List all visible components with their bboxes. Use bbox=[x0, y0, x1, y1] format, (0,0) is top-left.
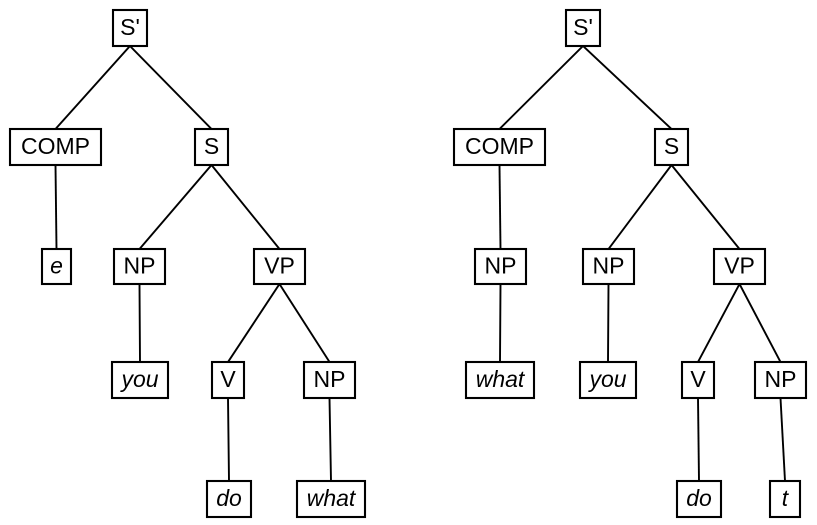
node-box bbox=[111, 8, 149, 48]
branch-line bbox=[779, 396, 787, 483]
node-box bbox=[302, 360, 357, 400]
tree-branches-surface-structure-tree bbox=[498, 44, 787, 483]
tree-branches-deep-structure-tree bbox=[54, 44, 332, 482]
node-box bbox=[193, 127, 230, 167]
tree-node-t[interactable]: t bbox=[768, 479, 802, 519]
node-label: NP bbox=[765, 366, 797, 392]
node-label: you bbox=[119, 366, 158, 392]
tree-node-np[interactable]: NP bbox=[302, 360, 357, 400]
node-box bbox=[252, 247, 307, 286]
branch-line bbox=[607, 163, 673, 251]
node-label: t bbox=[782, 485, 790, 511]
node-label: COMP bbox=[465, 133, 534, 159]
node-label: what bbox=[307, 485, 357, 511]
branch-line bbox=[581, 44, 673, 131]
branch-line bbox=[697, 397, 700, 482]
node-box bbox=[40, 247, 73, 286]
tree-node-s[interactable]: S bbox=[193, 127, 230, 167]
node-label: do bbox=[686, 485, 712, 511]
tree-node-what[interactable]: what bbox=[464, 360, 536, 400]
node-box bbox=[675, 479, 723, 519]
branch-line bbox=[278, 282, 331, 364]
tree-node-sbar[interactable]: S' bbox=[111, 8, 149, 48]
tree-node-sbar[interactable]: S' bbox=[564, 8, 602, 48]
tree-node-do[interactable]: do bbox=[205, 479, 253, 519]
tree-nodes-surface-structure-tree: S' COMP S NP NP VP what you V NP do t bbox=[452, 8, 808, 519]
node-label: do bbox=[216, 485, 242, 511]
branch-line bbox=[210, 163, 281, 251]
branch-line bbox=[138, 163, 213, 251]
branch-line bbox=[607, 283, 610, 363]
node-box bbox=[578, 360, 638, 400]
branch-line bbox=[670, 163, 741, 251]
node-box bbox=[753, 360, 808, 400]
node-box bbox=[653, 127, 690, 167]
tree-node-v[interactable]: V bbox=[680, 360, 716, 400]
tree-node-v[interactable]: V bbox=[210, 360, 246, 400]
node-box bbox=[210, 360, 246, 400]
tree-node-np[interactable]: NP bbox=[112, 247, 167, 286]
node-label: NP bbox=[485, 253, 517, 279]
node-box bbox=[473, 247, 528, 286]
node-box bbox=[564, 8, 602, 48]
branch-line bbox=[227, 397, 230, 482]
node-label: S bbox=[204, 133, 219, 159]
tree-node-you[interactable]: you bbox=[110, 360, 170, 400]
node-label: e bbox=[50, 253, 63, 279]
branch-line bbox=[54, 164, 58, 250]
node-label: what bbox=[476, 366, 526, 392]
branch-line bbox=[328, 397, 332, 482]
node-label: NP bbox=[593, 253, 625, 279]
node-label: you bbox=[587, 366, 626, 392]
node-label: VP bbox=[724, 253, 755, 279]
branch-lines-layer bbox=[54, 44, 787, 483]
node-label: S' bbox=[573, 14, 593, 40]
branch-line bbox=[498, 164, 502, 250]
tree-node-vp[interactable]: VP bbox=[712, 247, 767, 286]
node-box bbox=[205, 479, 253, 519]
tree-node-you[interactable]: you bbox=[578, 360, 638, 400]
node-box bbox=[464, 360, 536, 400]
branch-line bbox=[54, 44, 132, 131]
tree-node-vp[interactable]: VP bbox=[252, 247, 307, 286]
node-box bbox=[110, 360, 170, 400]
node-box bbox=[8, 127, 103, 167]
node-box bbox=[680, 360, 716, 400]
tree-node-comp[interactable]: COMP bbox=[452, 127, 547, 167]
tree-node-comp[interactable]: COMP bbox=[8, 127, 103, 167]
tree-node-np[interactable]: NP bbox=[581, 247, 636, 286]
branch-line bbox=[226, 282, 281, 364]
node-label: V bbox=[220, 366, 236, 392]
branch-line bbox=[696, 282, 741, 364]
node-label: S' bbox=[120, 14, 140, 40]
node-label: V bbox=[690, 366, 706, 392]
branch-line bbox=[498, 44, 585, 131]
tree-node-what[interactable]: what bbox=[295, 479, 367, 519]
branch-line bbox=[128, 44, 213, 131]
node-label: NP bbox=[124, 253, 156, 279]
node-box bbox=[581, 247, 636, 286]
tree-node-e[interactable]: e bbox=[40, 247, 73, 286]
node-box bbox=[295, 479, 367, 519]
branch-line bbox=[499, 283, 502, 363]
node-box bbox=[452, 127, 547, 167]
node-box bbox=[112, 247, 167, 286]
node-label: NP bbox=[314, 366, 346, 392]
branch-line bbox=[138, 283, 141, 363]
node-label: COMP bbox=[21, 133, 90, 159]
tree-node-np[interactable]: NP bbox=[473, 247, 528, 286]
tree-node-do[interactable]: do bbox=[675, 479, 723, 519]
node-label: VP bbox=[264, 253, 295, 279]
node-box bbox=[768, 479, 802, 519]
node-box bbox=[712, 247, 767, 286]
branch-line bbox=[738, 282, 782, 364]
tree-node-s[interactable]: S bbox=[653, 127, 690, 167]
tree-node-np[interactable]: NP bbox=[753, 360, 808, 400]
node-label: S bbox=[664, 133, 679, 159]
